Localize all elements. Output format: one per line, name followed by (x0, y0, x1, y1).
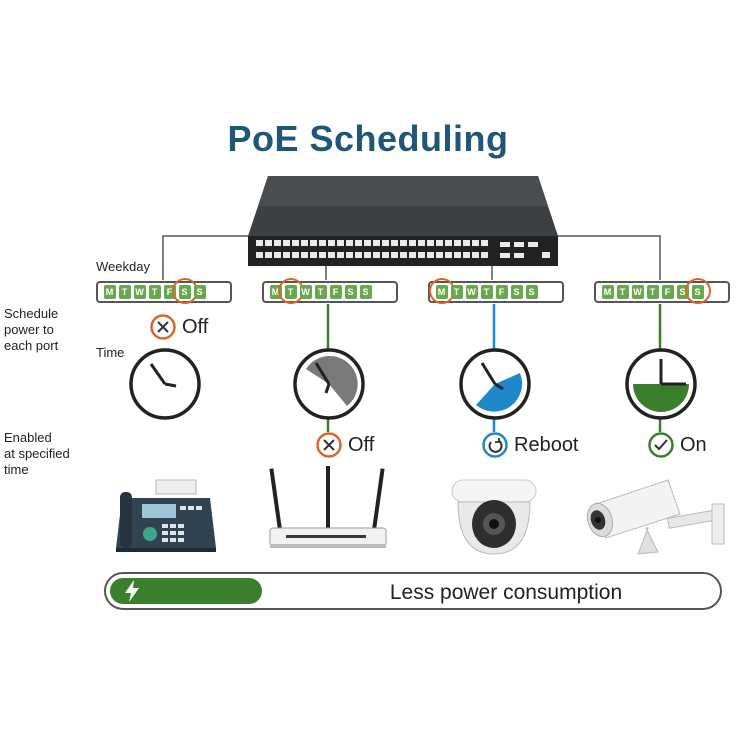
day-wed: W (133, 285, 146, 299)
ip-phone-icon (116, 479, 216, 552)
day-mon-selected: M (428, 278, 455, 304)
day-wed: W (299, 285, 312, 299)
time-label: Time (96, 345, 125, 360)
port-2-action-status: Off (316, 432, 374, 458)
day-mon: M (103, 285, 116, 299)
power-consumption-bar: Less power consumption (104, 572, 722, 610)
day-sun: S (525, 285, 538, 299)
dome-camera-icon (451, 479, 537, 555)
day-tue: T (450, 285, 463, 299)
diagram-title: PoE Scheduling (227, 118, 509, 159)
weekday-label: Weekday (96, 259, 150, 274)
day-sat-selected: S (171, 278, 198, 304)
off-x-icon (316, 432, 342, 458)
schedule-label: Schedule power to each port (4, 306, 59, 353)
weekday-bar-port-3: M T W T F S S (428, 278, 564, 304)
day-thu: T (480, 285, 493, 299)
weekday-bar-port-2: M T W T F S S (262, 278, 398, 304)
day-sun: S (193, 285, 206, 299)
day-mon: M (601, 285, 614, 299)
day-fri: F (661, 285, 674, 299)
day-sun: S (359, 285, 372, 299)
port-3-action-status: Reboot (482, 432, 579, 458)
clock-port-4 (625, 348, 697, 420)
clock-port-2 (293, 348, 365, 420)
port-4-action-text: On (680, 433, 707, 456)
poe-switch-illustration (248, 176, 558, 266)
day-thu: T (314, 285, 327, 299)
day-fri: F (329, 285, 342, 299)
day-thu: T (148, 285, 161, 299)
port-4-action-status: On (648, 432, 707, 458)
day-wed: W (465, 285, 478, 299)
day-tue: T (616, 285, 629, 299)
wireless-router-icon (269, 466, 387, 548)
power-fill (110, 578, 262, 604)
day-sun-selected: S (684, 278, 711, 304)
enabled-label: Enabled at specified time (4, 430, 70, 477)
port-2-action-text: Off (348, 433, 375, 456)
port-3-action-text: Reboot (514, 433, 579, 456)
check-icon (648, 432, 674, 458)
weekday-bar-port-4: M T W T F S S (594, 278, 730, 304)
bullet-camera-icon (586, 479, 725, 555)
clock-port-1 (129, 348, 201, 420)
day-fri: F (495, 285, 508, 299)
port-1-schedule-status: Off (150, 314, 208, 340)
reboot-icon (482, 432, 508, 458)
day-wed: W (631, 285, 644, 299)
day-tue: T (118, 285, 131, 299)
footer-text: Less power consumption (389, 581, 623, 604)
day-tue-selected: T (277, 278, 304, 304)
lightning-icon (125, 580, 139, 602)
day-sat: S (510, 285, 523, 299)
day-sat: S (344, 285, 357, 299)
port-1-status-text: Off (182, 315, 209, 338)
clock-port-3 (459, 348, 531, 420)
off-x-icon (150, 314, 176, 340)
day-thu: T (646, 285, 659, 299)
weekday-bar-port-1: M T W T F S S (96, 278, 232, 304)
